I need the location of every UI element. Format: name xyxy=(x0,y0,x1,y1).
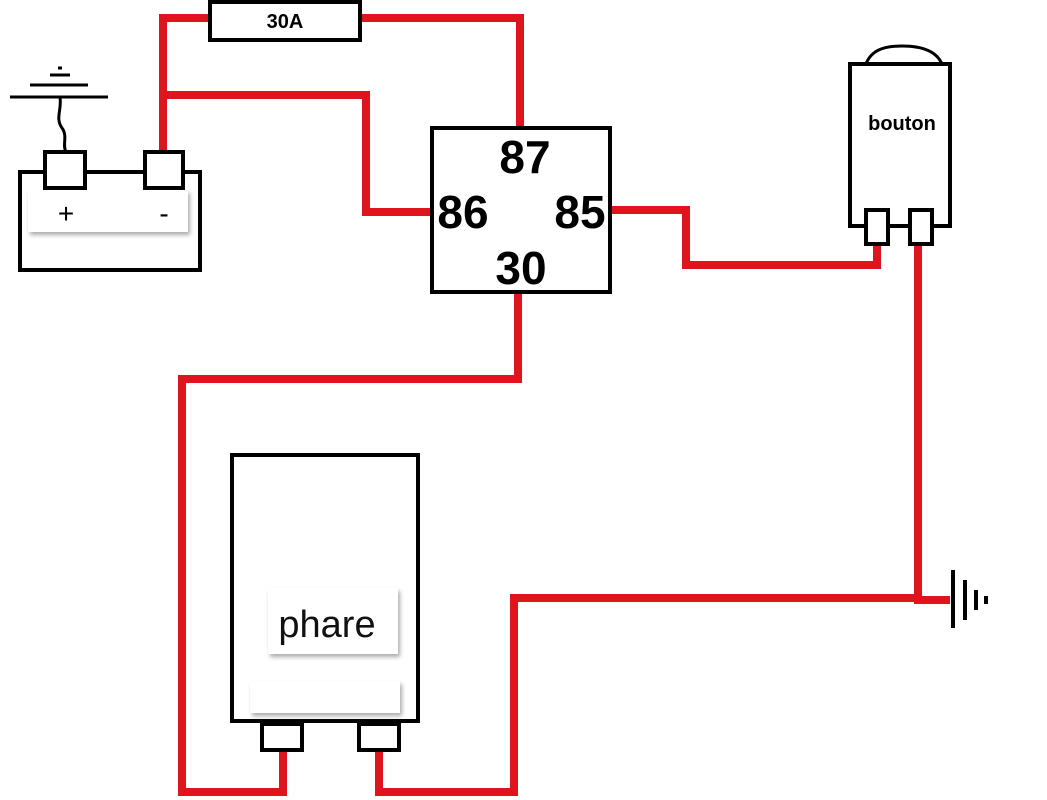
fuse-label: 30A xyxy=(267,11,304,33)
wire-battery-to-fuse xyxy=(159,14,212,158)
relay-body xyxy=(430,126,612,294)
battery-plus-sign: + xyxy=(58,198,74,229)
bouton: bouton xyxy=(848,44,952,246)
bouton-body xyxy=(848,62,952,228)
wire-fuse-to-pin87 xyxy=(358,14,524,130)
bouton-terminal-left xyxy=(864,208,890,246)
wire-pin85-to-bouton xyxy=(610,206,881,269)
battery-minus-sign: - xyxy=(159,198,168,229)
fuse: 30A xyxy=(208,0,362,42)
phare: phare xyxy=(230,453,420,752)
battery-terminal-minus xyxy=(143,150,185,190)
phare-label-panel xyxy=(268,588,398,654)
phare-terminal-left xyxy=(260,722,304,752)
bouton-label: bouton xyxy=(868,113,936,135)
ground-icon xyxy=(951,570,988,628)
wires xyxy=(159,14,950,796)
wire-battery-to-pin86 xyxy=(163,91,432,216)
wire-bouton-to-ground xyxy=(914,240,950,604)
battery: + - xyxy=(18,150,202,272)
phare-label: phare xyxy=(278,604,375,646)
phare-lens-panel xyxy=(250,681,400,713)
fuse-body xyxy=(208,0,362,42)
relay: 87 86 85 30 xyxy=(430,126,612,294)
bouton-terminal-right xyxy=(908,208,934,246)
battery-terminal-plus xyxy=(43,150,87,190)
wire-phare-to-ground xyxy=(375,594,918,796)
relay-pin-87: 87 xyxy=(499,131,550,183)
relay-pin-86: 86 xyxy=(437,186,488,238)
phare-terminal-right xyxy=(357,722,401,752)
wire-pin30-to-phare xyxy=(178,292,522,796)
relay-pin-85: 85 xyxy=(554,186,605,238)
battery-label-panel xyxy=(28,190,188,232)
antenna-ground-icon xyxy=(10,66,108,153)
bouton-dome xyxy=(864,44,944,65)
relay-pin-30: 30 xyxy=(495,242,546,294)
